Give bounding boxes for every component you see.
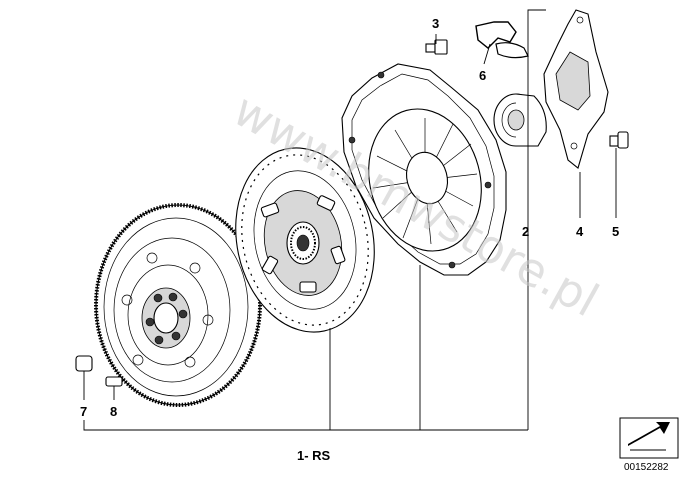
callout-4: 4 (576, 224, 584, 239)
release-lever (543, 9, 609, 169)
guide-sleeve (75, 355, 93, 372)
callout-3: 3 (432, 16, 439, 31)
dowel-pin (105, 376, 123, 387)
callout-7: 7 (80, 404, 87, 419)
callout-2: 2 (522, 224, 529, 239)
exploded-view-arrow-icon (619, 417, 679, 459)
clutch-pressure-plate (341, 63, 507, 276)
leader-lines (83, 9, 617, 431)
callout-5: 5 (612, 224, 619, 239)
diagram-code: 00152282 (624, 462, 669, 473)
callout-8: 8 (110, 404, 117, 419)
pivot-pin (609, 131, 629, 149)
callout-1: 1- RS (297, 448, 331, 463)
hex-bolt (425, 39, 448, 55)
clutch-disc (235, 147, 375, 333)
callout-6: 6 (479, 68, 486, 83)
dual-mass-flywheel (94, 203, 262, 407)
release-bearing (493, 93, 547, 147)
retaining-spring-clip (475, 21, 529, 59)
